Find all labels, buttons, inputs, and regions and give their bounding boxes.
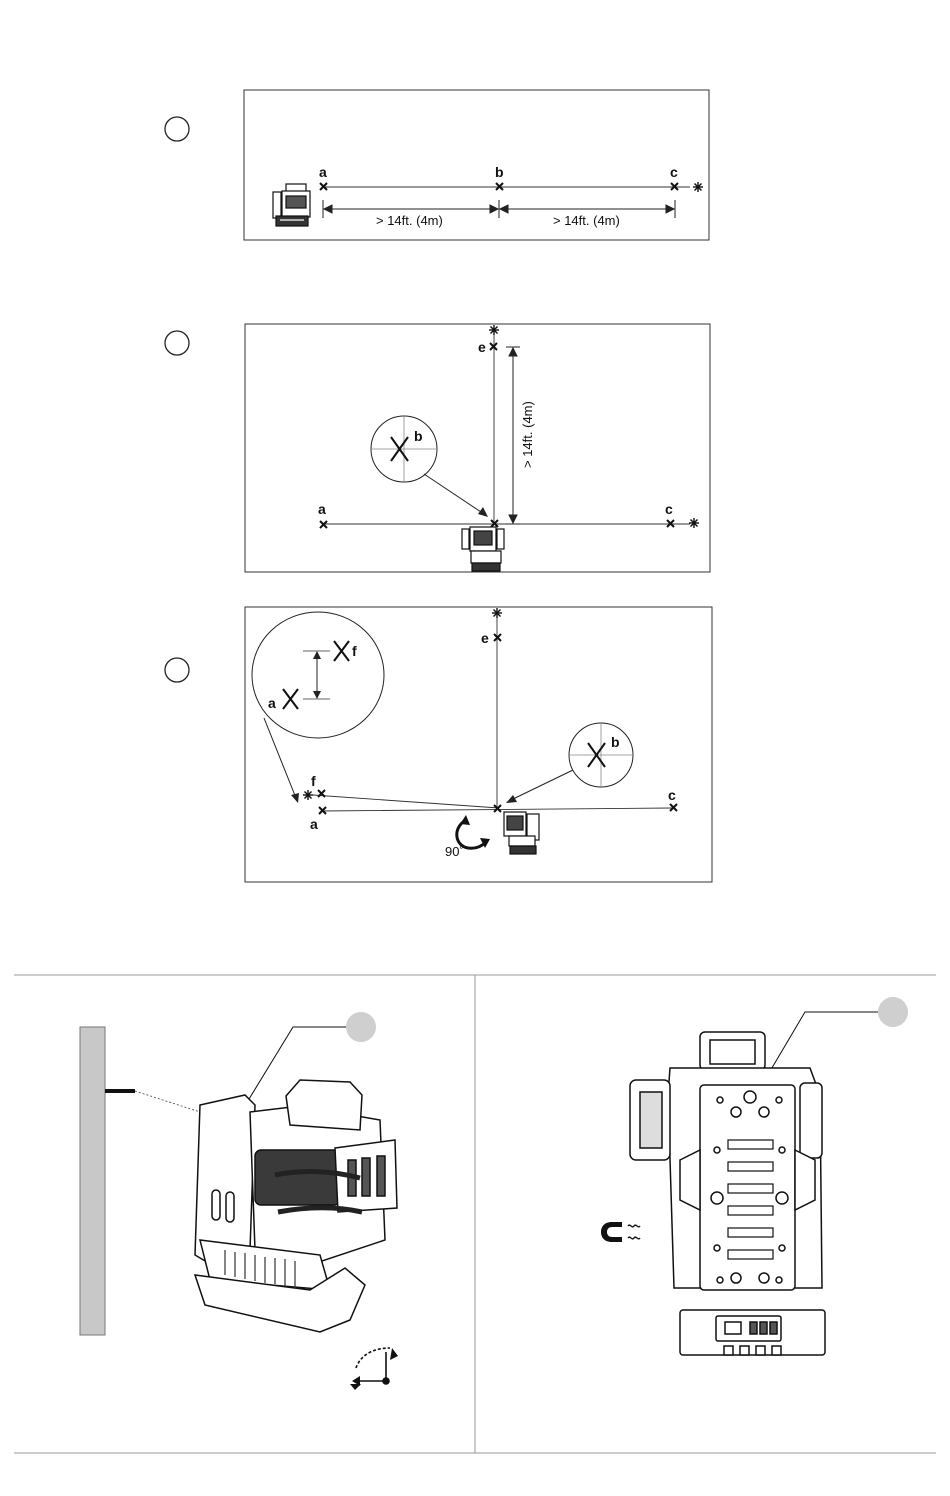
laser-level-device-icon xyxy=(462,527,504,571)
label-b: b xyxy=(495,164,504,180)
label-a: a xyxy=(310,816,318,832)
step-3-callout-circle xyxy=(165,658,189,682)
zoom-circle-b: b xyxy=(569,723,633,787)
rotation-label: 90˚ xyxy=(445,844,464,859)
label-a: a xyxy=(319,164,327,180)
zoom-circle-af: f a xyxy=(252,612,384,738)
zoom-circle-b: b xyxy=(371,416,437,482)
laser-spot-icon xyxy=(303,790,313,800)
mark-c xyxy=(670,804,677,811)
dimension-bc-label: > 14ft. (4m) xyxy=(553,213,620,228)
label-c: c xyxy=(668,787,676,803)
zoom-label-b: b xyxy=(414,428,423,444)
callout-circle xyxy=(878,997,908,1027)
laser-spot-icon xyxy=(492,608,502,618)
rotation-icon xyxy=(350,1348,398,1390)
callout-circle xyxy=(346,1012,376,1042)
mark-center xyxy=(494,805,501,812)
laser-level-device-icon xyxy=(273,184,310,226)
laser-level-device-icon xyxy=(195,1080,397,1332)
laser-spot-icon xyxy=(689,518,699,528)
zoom-label-b: b xyxy=(611,734,620,750)
zoom-label-a: a xyxy=(268,695,276,711)
label-f: f xyxy=(311,773,316,789)
mark-e xyxy=(490,343,497,350)
label-e: e xyxy=(481,630,489,646)
mark-a xyxy=(320,183,327,190)
mark-e xyxy=(494,634,501,641)
wall-mount-illustration xyxy=(80,1012,398,1390)
zoom-label-f: f xyxy=(352,643,357,659)
label-c: c xyxy=(670,164,678,180)
step-2-callout-circle xyxy=(165,331,189,355)
label-a: a xyxy=(318,501,326,517)
mark-c xyxy=(667,520,674,527)
mark-c xyxy=(671,183,678,190)
laser-level-device-icon xyxy=(630,1032,825,1355)
mark-b xyxy=(496,183,503,190)
laser-spot-icon xyxy=(693,182,703,192)
screw-icon xyxy=(105,1089,135,1093)
laser-spot-icon xyxy=(489,325,499,335)
step-1-callout-circle xyxy=(165,117,189,141)
magnet-icon xyxy=(601,1222,640,1242)
mark-center xyxy=(491,520,498,527)
label-e: e xyxy=(478,339,486,355)
dimension-ab-label: > 14ft. (4m) xyxy=(376,213,443,228)
back-view-illustration xyxy=(601,997,908,1355)
label-c: c xyxy=(665,501,673,517)
mark-a xyxy=(319,807,326,814)
mark-a xyxy=(320,521,327,528)
wall xyxy=(80,1027,105,1335)
step-3-diagram: a f c e f a b xyxy=(165,607,712,882)
step-2-diagram: a c e > 14ft. (4m) b xyxy=(165,324,710,572)
laser-level-device-icon xyxy=(504,812,539,854)
dimension-vertical-label: > 14ft. (4m) xyxy=(520,401,535,468)
step-1-frame xyxy=(244,90,709,240)
step-1-diagram: a b c > 14ft. (4m) > 14ft. (4m) xyxy=(165,90,709,240)
